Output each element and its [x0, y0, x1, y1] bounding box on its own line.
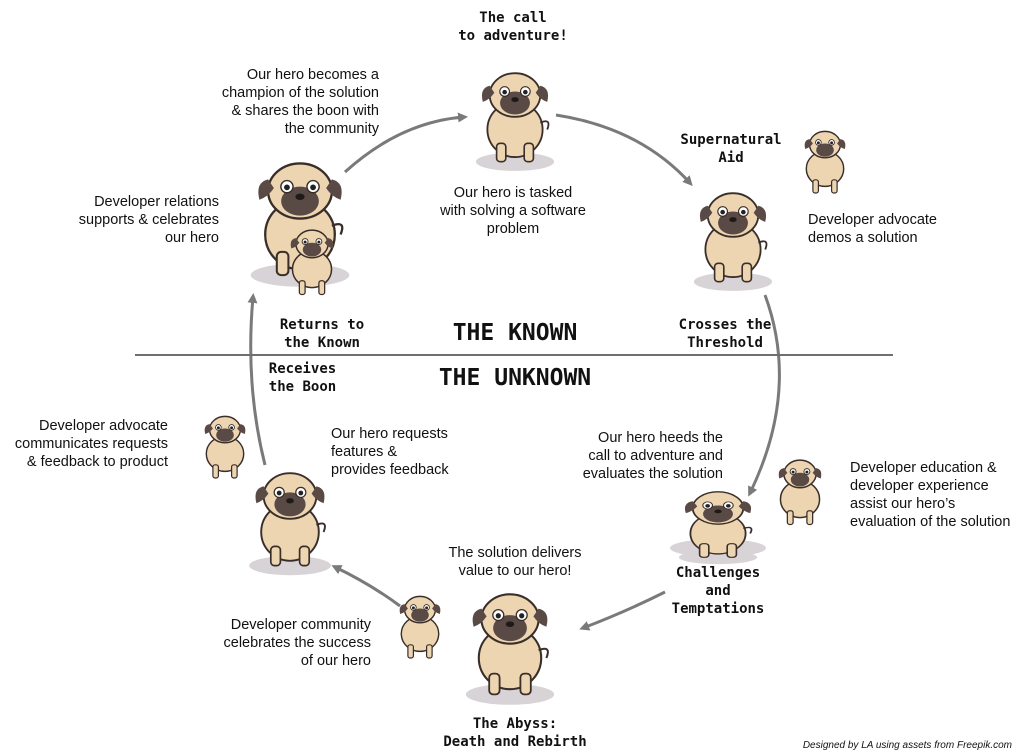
the-unknown-heading: THE UNKNOWN	[438, 365, 592, 391]
caption-hero-heeds: Our hero heeds the call to adventure and…	[582, 430, 723, 482]
stage-receives-boon: Receives the Boon	[268, 361, 337, 395]
hero-pug-challenges-illustration	[677, 490, 759, 566]
stage-supernatural-aid: Supernatural Aid	[680, 132, 782, 166]
stage-challenges: Challenges and Temptations	[671, 565, 765, 617]
arrow-champion-to-call	[343, 112, 468, 174]
mentor-pug-feedback-illustration	[203, 415, 247, 479]
arrow-call-to-aid	[555, 113, 693, 186]
caption-hero-champion: Our hero becomes a champion of the solut…	[221, 67, 379, 137]
arrow-challenges-to-abyss	[579, 590, 666, 631]
caption-advocate-demos: Developer advocate demos a solution	[808, 212, 937, 246]
caption-solution-delivers: The solution delivers value to our hero!	[448, 545, 582, 579]
credit-line: Designed by LA using assets from Freepik…	[802, 740, 1012, 751]
mentor-pug-community-illustration	[398, 595, 442, 659]
caption-community-celebrates: Developer community celebrates the succe…	[223, 617, 372, 669]
caption-advocate-communicates: Developer advocate communicates requests…	[14, 418, 168, 470]
hero-pug-aid-illustration	[692, 192, 774, 292]
arrow-threshold-to-challenges	[748, 294, 781, 497]
hero-pug-abyss-illustration	[464, 593, 556, 706]
caption-devrel-supports: Developer relations supports & celebrate…	[78, 194, 219, 246]
hero-pug-requests-illustration	[248, 472, 332, 577]
stage-crosses-threshold: Crosses the Threshold	[678, 317, 772, 351]
mentor-pug-education-illustration	[777, 459, 823, 526]
caption-hero-tasked: Our hero is tasked with solving a softwa…	[440, 185, 586, 237]
stage-abyss: The Abyss: Death and Rebirth	[443, 716, 587, 750]
hero-pug-call-illustration	[474, 72, 556, 172]
stage-call-to-adventure: The call to adventure!	[458, 10, 568, 44]
arrow-requests-to-returns	[247, 293, 267, 466]
arrow-abyss-to-requests	[331, 565, 401, 608]
the-known-heading: THE KNOWN	[452, 320, 578, 346]
caption-hero-requests: Our hero requests features & provides fe…	[331, 426, 449, 478]
caption-developer-education: Developer education & developer experien…	[850, 460, 1011, 530]
stage-returns-to-known: Returns to the Known	[279, 317, 365, 351]
